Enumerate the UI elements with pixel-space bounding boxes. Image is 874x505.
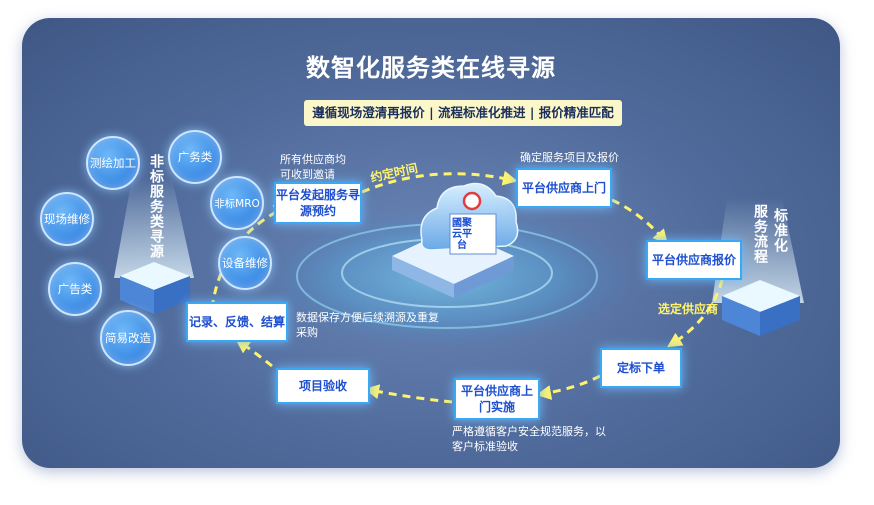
left-cube [120, 262, 190, 314]
step-onsite-implement: 平台供应商上门实施 [454, 378, 540, 420]
step-award-order: 定标下单 [600, 348, 682, 388]
bubble-simple-retrofit: 简易改造 [100, 310, 156, 366]
bubble-general-services: 广务类 [168, 130, 222, 184]
right-vertical-label-b: 服务流程 [752, 204, 768, 264]
subtitle-banner: 遵循现场澄清再报价 | 流程标准化推进 | 报价精准匹配 [304, 100, 622, 126]
bubble-equipment-repair: 设备维修 [218, 236, 272, 290]
page-title: 数智化服务类在线寻源 [306, 54, 556, 82]
step-project-acceptance: 项目验收 [276, 368, 370, 404]
arrow-implement-to-accept [364, 384, 453, 404]
note-confirm: 确定服务项目及报价 [520, 151, 619, 164]
note-invite: 所有供应商均可收到邀请 [280, 153, 346, 181]
arrow-initiate-to-onsite [361, 170, 518, 194]
bubble-nonstandard-mro: 非标MRO [210, 176, 264, 230]
note-data-saved: 数据保存方便后续溯源及重复采购 [296, 311, 439, 339]
right-cube [722, 280, 800, 336]
arrow-record-to-initiate [210, 205, 290, 309]
arrow-accept-to-record [235, 338, 273, 368]
right-vertical-label-a: 标准化 [772, 208, 788, 253]
bubble-onsite-repair: 现场维修 [40, 192, 94, 246]
bubble-advertising: 广告类 [48, 262, 102, 316]
cloud-icon [420, 182, 519, 255]
arrow-onsite-to-quote [611, 198, 668, 245]
arrow-award-to-implement [536, 374, 601, 400]
platform-sign-text: 國聚云平台 [452, 218, 472, 251]
left-light-beam [114, 178, 194, 278]
label-select-supplier: 选定供应商 [658, 302, 719, 316]
step-supplier-onsite: 平台供应商上门 [516, 168, 612, 208]
step-platform-initiate: 平台发起服务寻源预约 [274, 182, 362, 224]
step-record-feedback-settle: 记录、反馈、结算 [186, 302, 288, 342]
note-safety: 严格遵循客户安全规范服务，以客户标准验收 [452, 425, 606, 453]
bubble-surveying: 测绘加工 [86, 136, 140, 190]
step-supplier-quote: 平台供应商报价 [646, 240, 742, 280]
main-panel: 数智化服务类在线寻源 遵循现场澄清再报价 | 流程标准化推进 | 报价精准匹配 … [22, 18, 840, 468]
arrow-quote-to-award [666, 279, 724, 348]
left-vertical-label: 非标服务类寻源 [148, 154, 164, 259]
